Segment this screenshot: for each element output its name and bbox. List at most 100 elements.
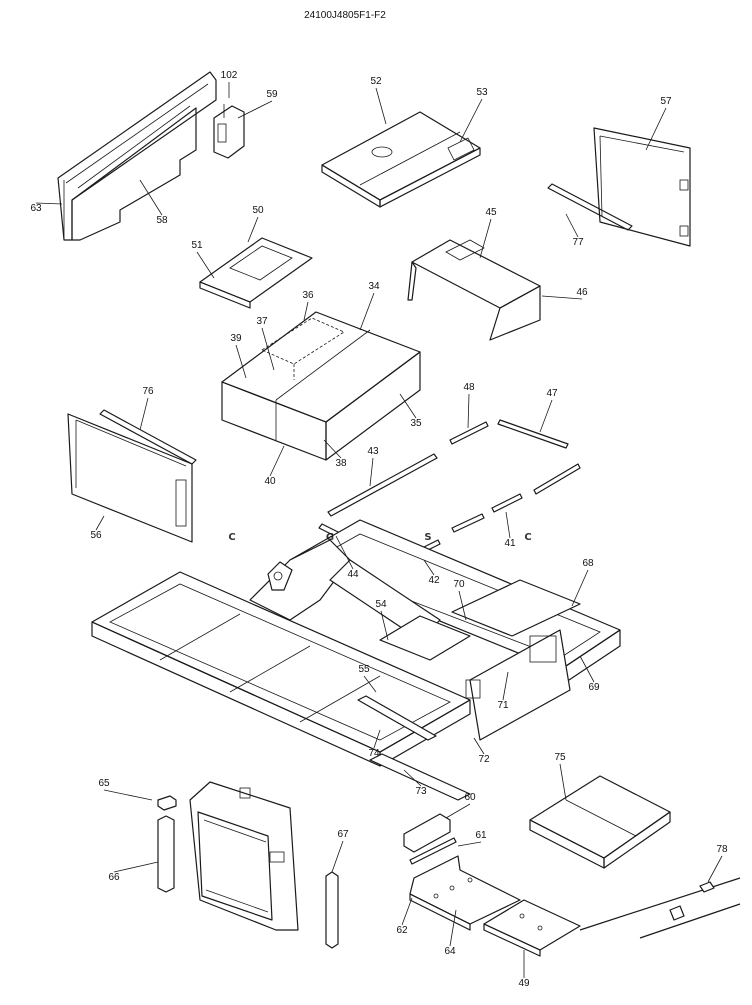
callout-number: 44 xyxy=(347,569,359,580)
callout-number: 61 xyxy=(475,830,487,841)
watermark-letter: G xyxy=(326,532,334,543)
callout-number: 40 xyxy=(264,476,276,487)
callout-leader xyxy=(539,399,553,433)
callout-number: 52 xyxy=(370,76,382,87)
callout-number: 41 xyxy=(504,538,516,549)
callout-leader xyxy=(571,569,589,607)
callout-leader xyxy=(457,841,482,847)
watermark-letter: S xyxy=(424,532,431,543)
callout-leader xyxy=(331,840,344,873)
callout-leader xyxy=(399,393,417,419)
drawing-code: 24100J4805F1-F2 xyxy=(304,10,386,21)
callout-leader xyxy=(645,107,667,151)
callout-leader xyxy=(473,737,485,755)
callout-number: 57 xyxy=(660,96,672,107)
callout-number: 69 xyxy=(588,682,600,693)
callout-leader xyxy=(369,457,374,487)
callout-leader xyxy=(579,655,595,683)
callout-number: 65 xyxy=(98,778,110,789)
part-post-66 xyxy=(157,815,175,893)
part-bracket-59 xyxy=(213,104,245,159)
callout-number: 54 xyxy=(375,599,387,610)
callout-leader xyxy=(707,855,723,883)
part-left-panel-56 xyxy=(67,409,197,543)
callout-leader xyxy=(35,202,63,205)
part-radiator xyxy=(189,781,299,931)
callout-number: 37 xyxy=(256,316,268,327)
callout-number: 59 xyxy=(266,89,278,100)
callout-leader xyxy=(505,511,511,539)
callout-number: 56 xyxy=(90,530,102,541)
callout-number: 46 xyxy=(576,287,588,298)
callout-number: 71 xyxy=(497,700,509,711)
watermark-letter: C xyxy=(228,532,235,543)
callout-number: 64 xyxy=(444,946,456,957)
callout-number: 63 xyxy=(30,203,42,214)
callout-leader xyxy=(323,439,342,459)
callout-number: 55 xyxy=(358,664,370,675)
callout-number: 72 xyxy=(478,754,490,765)
callout-leader xyxy=(139,179,163,216)
callout-number: 34 xyxy=(368,281,380,292)
callout-leader xyxy=(459,98,483,143)
callout-number: 43 xyxy=(367,446,379,457)
callout-leader xyxy=(423,559,435,576)
callout-leader xyxy=(449,909,457,947)
callout-number: 38 xyxy=(335,458,347,469)
watermark: C G S C xyxy=(228,532,531,543)
part-top-plate-52 xyxy=(321,111,481,208)
callout-leader xyxy=(565,213,579,238)
callout-number: 45 xyxy=(485,207,497,218)
part-bar-61 xyxy=(409,837,457,865)
callout-leader xyxy=(479,218,492,259)
callout-leader xyxy=(401,897,413,926)
callout-leader xyxy=(380,610,389,641)
callout-leader xyxy=(375,87,387,125)
callout-leader xyxy=(458,590,467,621)
callout-number: 49 xyxy=(518,978,530,989)
callout-number: 70 xyxy=(453,579,465,590)
callout-number: 67 xyxy=(337,829,349,840)
part-main-frame xyxy=(91,519,621,801)
callout-leader xyxy=(559,763,567,801)
part-seat-box-34 xyxy=(221,311,421,461)
part-block-65 xyxy=(157,795,177,811)
callout-leader xyxy=(467,393,470,429)
part-side-panel-left-top xyxy=(57,71,217,241)
callout-number: 66 xyxy=(108,872,120,883)
callout-number: 51 xyxy=(191,240,203,251)
callout-number: 74 xyxy=(368,748,380,759)
part-plate-64 xyxy=(409,855,521,931)
callout-number: 60 xyxy=(464,792,476,803)
callout-number: 36 xyxy=(302,290,314,301)
callout-leader xyxy=(261,327,275,371)
callout-number: 39 xyxy=(230,333,242,344)
part-right-panel-57 xyxy=(593,127,691,247)
callout-number: 75 xyxy=(554,752,566,763)
callout-leader xyxy=(103,789,153,801)
part-rail-78 xyxy=(579,877,741,939)
part-tray-50 xyxy=(199,237,313,309)
callout-leader xyxy=(113,861,159,873)
part-post-67 xyxy=(325,871,339,949)
callout-number: 47 xyxy=(546,388,558,399)
callout-number: 77 xyxy=(572,237,584,248)
callout-number: 53 xyxy=(476,87,488,98)
callout-number: 35 xyxy=(410,418,422,429)
callout-number: 58 xyxy=(156,215,168,226)
callout-number: 48 xyxy=(463,382,475,393)
callout-leader xyxy=(237,100,273,119)
callout-leader xyxy=(403,769,422,787)
callout-leader xyxy=(445,803,471,819)
callout-number: 73 xyxy=(415,786,427,797)
callout-number: 68 xyxy=(582,558,594,569)
callout-leader xyxy=(235,344,247,379)
callout-leader xyxy=(373,729,381,749)
part-cover-45 xyxy=(407,239,541,341)
watermark-letter: C xyxy=(524,532,531,543)
callout-leader xyxy=(247,216,259,243)
callout-number: 76 xyxy=(142,386,154,397)
